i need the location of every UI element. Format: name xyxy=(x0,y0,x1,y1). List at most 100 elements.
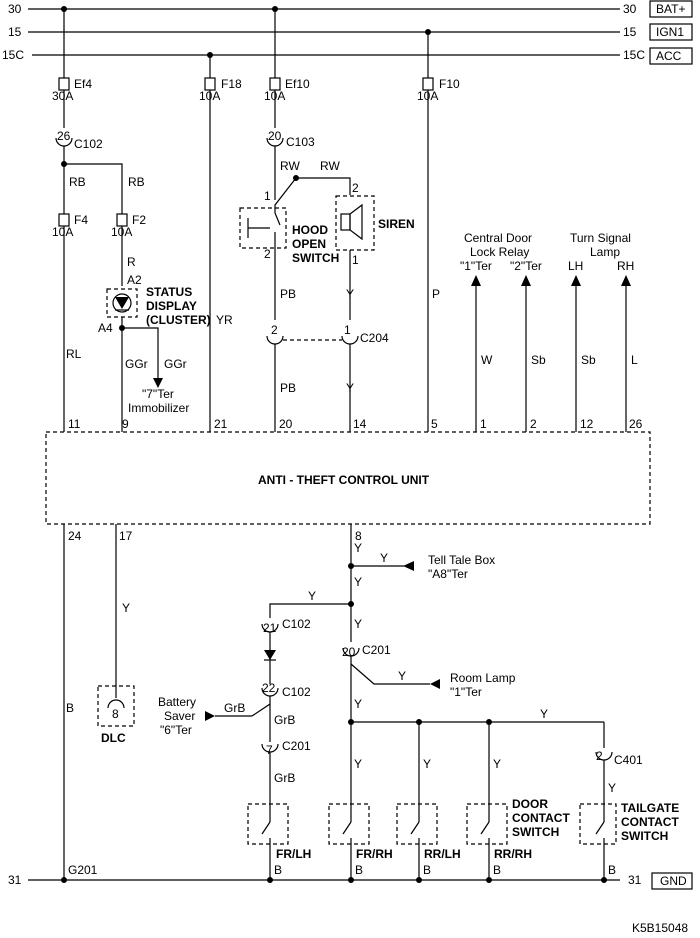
door-switch-label-2: CONTACT xyxy=(512,811,570,825)
wire-yr: YR xyxy=(216,313,233,327)
arrow-up-icon xyxy=(621,275,631,286)
hood-switch-contact xyxy=(274,177,297,226)
door-switch-label-1: DOOR xyxy=(512,797,548,811)
connector-c103 xyxy=(266,137,284,147)
room-lamp-label-2: "1"Ter xyxy=(450,685,482,699)
wire-l: L xyxy=(631,353,638,367)
battery-saver-3: "6"Ter xyxy=(160,723,192,737)
switch-rr-rh-label: RR/RH xyxy=(494,847,532,861)
bat-rail-num-right: 30 xyxy=(623,2,637,16)
tailgate-label-1: TAILGATE xyxy=(621,801,679,815)
pin-8: 8 xyxy=(355,529,362,543)
pin-2: 2 xyxy=(530,417,537,431)
wire-y-8b: Y xyxy=(354,575,362,589)
immobilizer-ter: "7"Ter xyxy=(142,387,174,401)
wire-ggr-1: GGr xyxy=(125,357,148,371)
hood-label-3: SWITCH xyxy=(292,251,339,265)
switch-fr-rh: FR/RH xyxy=(328,803,393,880)
bat-rail-tag: BAT+ xyxy=(656,2,685,16)
wire-y-c401: Y xyxy=(608,781,616,795)
junction-dot xyxy=(601,877,607,883)
fuse-f2-name: F2 xyxy=(132,213,146,227)
gnd-rail-num-left: 31 xyxy=(8,873,22,887)
connector-c204-right xyxy=(341,335,359,345)
c401-label: C401 xyxy=(614,753,643,767)
wire-sb-1: Sb xyxy=(531,353,546,367)
bat-rail-num-left: 30 xyxy=(8,2,22,16)
control-unit-title: ANTI - THEFT CONTROL UNIT xyxy=(258,473,430,487)
siren-box xyxy=(335,195,375,251)
bat-rail: 30 30 BAT+ xyxy=(8,0,693,18)
wire-y-mid2: Y xyxy=(354,697,362,711)
wire-rw-1: RW xyxy=(280,159,300,173)
cdl-relay-label-2: Lock Relay xyxy=(470,245,529,259)
ign-rail-num-right: 15 xyxy=(623,25,637,39)
wire-y-horiz: Y xyxy=(540,707,548,721)
cdl-relay-label-1: Central Door xyxy=(464,231,532,245)
wire-rw-2: RW xyxy=(320,159,340,173)
junction-dot xyxy=(61,877,67,883)
switch-fr-rh-label: FR/RH xyxy=(356,847,393,861)
turn-signal-rh: RH xyxy=(617,259,634,273)
hood-label-1: HOOD xyxy=(292,223,328,237)
arrow-up-icon xyxy=(571,275,581,286)
wire-pb-2: PB xyxy=(280,381,296,395)
c102-pin-26: 26 xyxy=(57,129,71,143)
wire-w: W xyxy=(481,353,493,367)
fuse-f18-name: F18 xyxy=(221,77,242,91)
acc-rail-tag: ACC xyxy=(656,49,682,63)
switch-fr-lh-label: FR/LH xyxy=(276,847,311,861)
led-diode-icon xyxy=(115,297,129,309)
c102-label: C102 xyxy=(74,137,103,151)
arrow-up-icon xyxy=(471,275,481,286)
turn-signal-label-1: Turn Signal xyxy=(570,231,631,245)
immobilizer-label: Immobilizer xyxy=(128,401,189,415)
wire-y-mid: Y xyxy=(354,617,362,631)
wire-y-rrlh: Y xyxy=(423,757,431,771)
pin-11: 11 xyxy=(68,417,81,431)
c204-pin-1: 1 xyxy=(344,323,351,337)
wire-y-ttb: Y xyxy=(380,551,388,565)
wire-y-rrrh: Y xyxy=(493,757,501,771)
gnd-rail-tag: GND xyxy=(660,874,687,888)
arrow-left-icon xyxy=(430,679,440,689)
turn-signal-lh: LH xyxy=(568,259,583,273)
pin-a4: A4 xyxy=(98,321,113,335)
junction-dot xyxy=(267,877,273,883)
arrow-right-icon xyxy=(205,711,215,721)
cdl-relay-ter-2: "2"Ter xyxy=(510,259,542,273)
wire-pb-1: PB xyxy=(280,287,296,301)
pin-24: 24 xyxy=(68,529,82,543)
wire-r: R xyxy=(127,255,136,269)
battery-saver-1: Battery xyxy=(158,695,196,709)
anti-theft-control-unit xyxy=(45,431,651,525)
door-switch-label-3: SWITCH xyxy=(512,825,559,839)
wire-b-3: B xyxy=(355,863,363,877)
wire-b-1: B xyxy=(66,701,74,715)
hood-pin-1: 1 xyxy=(264,189,271,203)
switch-rr-lh-label: RR/LH xyxy=(424,847,461,861)
status-display-label-1: STATUS xyxy=(146,285,192,299)
connector-c102-22 xyxy=(261,687,279,697)
pin-12: 12 xyxy=(580,417,594,431)
c401-pin-2: 2 xyxy=(596,749,603,763)
wire-ggr-2: GGr xyxy=(164,357,187,371)
status-display-label-2: DISPLAY xyxy=(146,299,197,313)
wire-y-2: Y xyxy=(346,381,354,395)
wire-y-1: Y xyxy=(346,287,354,301)
wire-b-2: B xyxy=(274,863,282,877)
diagram-code: K5B15048 xyxy=(632,921,688,935)
arrow-up-icon xyxy=(521,275,531,286)
fuse-f10-name: F10 xyxy=(439,77,460,91)
wire-y-dlc: Y xyxy=(122,601,130,615)
wire-sb-2: Sb xyxy=(581,353,596,367)
tell-tale-label-2: "A8"Ter xyxy=(428,567,468,581)
arrow-down-icon xyxy=(153,378,163,388)
wire-y-c102: Y xyxy=(308,589,316,603)
pin-14: 14 xyxy=(353,417,367,431)
pin-20: 20 xyxy=(279,417,293,431)
turn-signal-label-2: Lamp xyxy=(590,245,620,259)
c102-22-label: C102 xyxy=(282,685,311,699)
tell-tale-label-1: Tell Tale Box xyxy=(428,553,495,567)
junction-dot xyxy=(348,877,354,883)
